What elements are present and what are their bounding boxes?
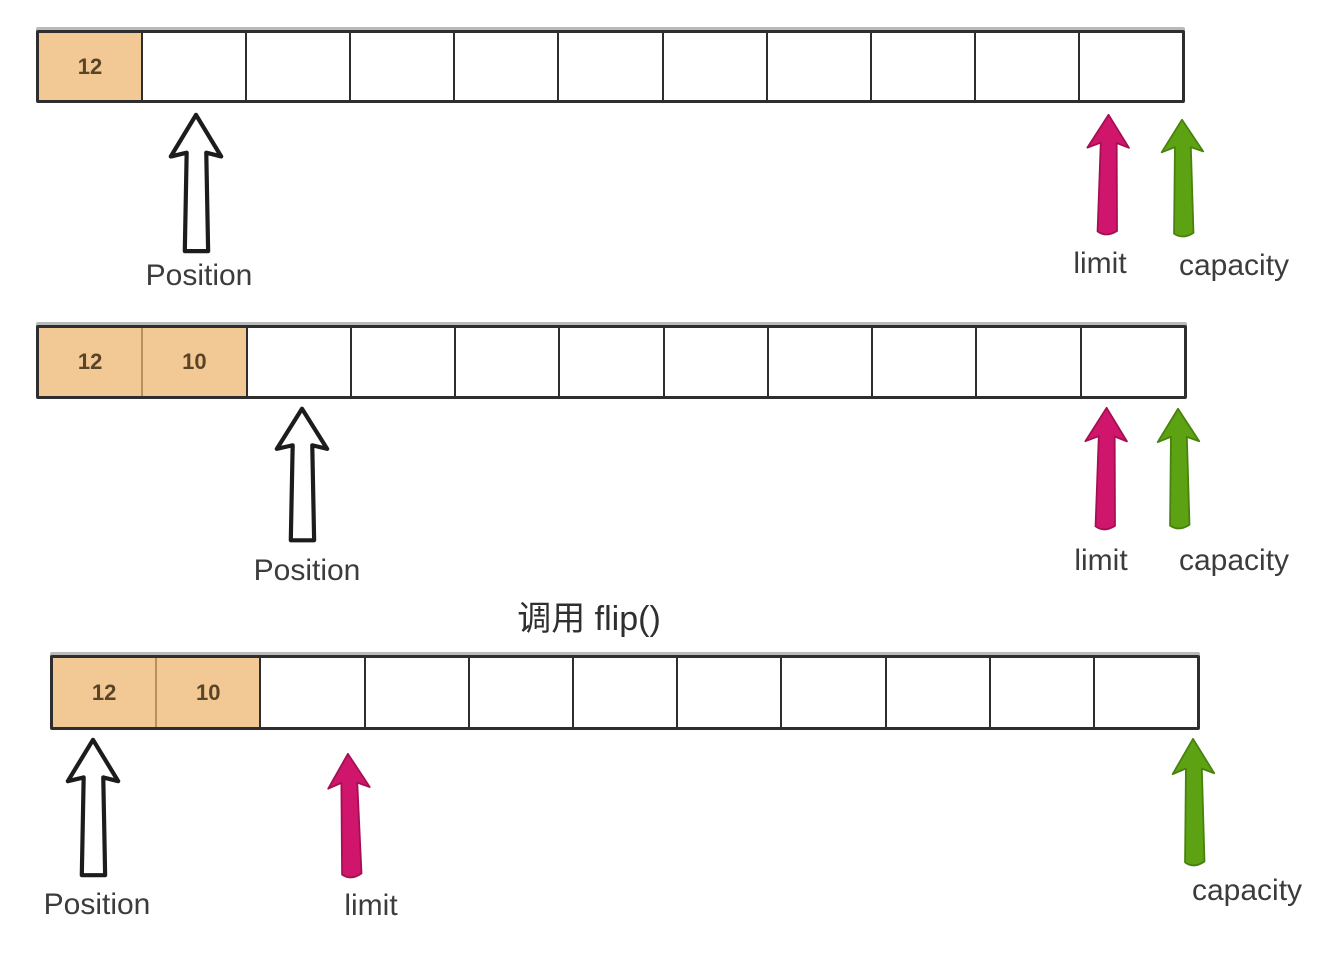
buffer-cell <box>766 328 871 396</box>
buffer-cell <box>975 328 1079 396</box>
capacity-label-row-2: capacity <box>1178 544 1290 577</box>
capacity-label-row-3: capacity <box>1191 874 1303 907</box>
limit-label-row-3: limit <box>344 889 398 922</box>
position-arrow-icon <box>168 112 224 254</box>
buffer-row-1: 12 <box>36 30 1185 103</box>
capacity-pointer-row-1 <box>1159 118 1205 238</box>
position-arrow-icon <box>274 406 330 543</box>
buffer-cell <box>661 33 766 100</box>
position-label-row-1: Position <box>145 259 253 292</box>
buffer-cell <box>871 328 975 396</box>
flip-caption: 调用 flip() <box>517 600 661 638</box>
buffer-cell <box>349 328 454 396</box>
position-pointer-row-3 <box>65 737 121 878</box>
capacity-arrow-icon <box>1160 118 1205 238</box>
buffer-cell <box>973 33 1078 100</box>
position-label-row-2: Position <box>253 554 361 587</box>
buffer-cell <box>765 33 870 100</box>
limit-label-row-2: limit <box>1074 544 1128 577</box>
capacity-pointer-row-3 <box>1170 737 1216 867</box>
buffer-cell-filled: 12 <box>53 658 156 727</box>
buffer-cell-filled: 10 <box>155 658 260 727</box>
buffer-cell <box>363 658 468 727</box>
buffer-cell <box>1077 33 1182 100</box>
buffer-cell <box>869 33 974 100</box>
capacity-arrow-icon <box>1156 407 1201 530</box>
buffer-cell <box>780 658 884 727</box>
buffer-cell <box>558 328 662 396</box>
buffer-cell <box>245 33 349 100</box>
limit-arrow-icon <box>1084 406 1128 531</box>
buffer-cell-filled: 12 <box>39 328 142 396</box>
buffer-cell-filled: 12 <box>39 33 142 100</box>
buffer-cell <box>1092 658 1197 727</box>
limit-pointer-row-1 <box>1082 112 1131 236</box>
buffer-cell-filled: 10 <box>141 328 246 396</box>
buffer-cell <box>662 328 767 396</box>
buffer-cell <box>988 658 1093 727</box>
limit-arrow-icon <box>327 752 371 879</box>
buffer-cell <box>1079 328 1184 396</box>
buffer-cell <box>141 33 245 100</box>
buffer-cell <box>454 328 558 396</box>
limit-label-row-1: limit <box>1073 247 1127 280</box>
capacity-arrow-icon <box>1171 737 1216 867</box>
buffer-cell <box>453 33 557 100</box>
capacity-label-row-1: capacity <box>1178 249 1290 282</box>
limit-pointer-row-3 <box>325 752 373 880</box>
buffer-cell <box>884 658 989 727</box>
buffer-cell <box>571 658 676 727</box>
buffer-cell <box>557 33 661 100</box>
buffer-cell <box>349 33 453 100</box>
position-pointer-row-2 <box>274 406 330 543</box>
limit-arrow-icon <box>1086 113 1130 236</box>
limit-pointer-row-2 <box>1080 405 1129 531</box>
position-label-row-3: Position <box>43 888 151 921</box>
position-pointer-row-1 <box>168 112 224 254</box>
buffer-cell <box>467 658 572 727</box>
buffer-cell <box>676 658 780 727</box>
position-arrow-icon <box>65 737 121 878</box>
buffer-cell <box>259 658 363 727</box>
buffer-cell <box>245 328 350 396</box>
capacity-pointer-row-2 <box>1155 407 1201 530</box>
